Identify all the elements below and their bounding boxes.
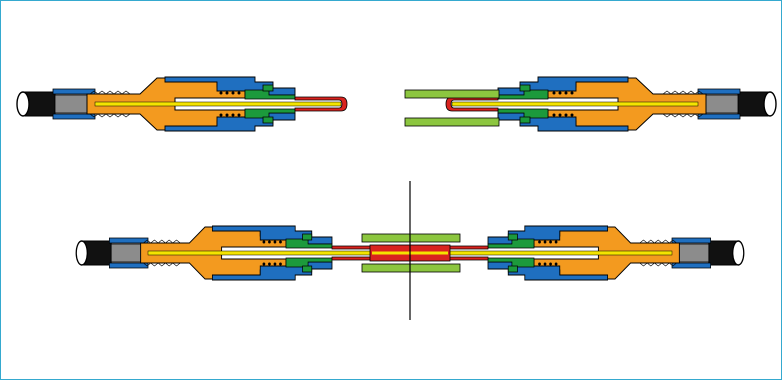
left-connector-separated [16, 76, 348, 132]
alignment-sleeve-mated [361, 233, 461, 273]
alignment-sleeve-separated [404, 89, 500, 127]
right-connector-mated [439, 225, 745, 281]
left-connector-mated [75, 225, 381, 281]
